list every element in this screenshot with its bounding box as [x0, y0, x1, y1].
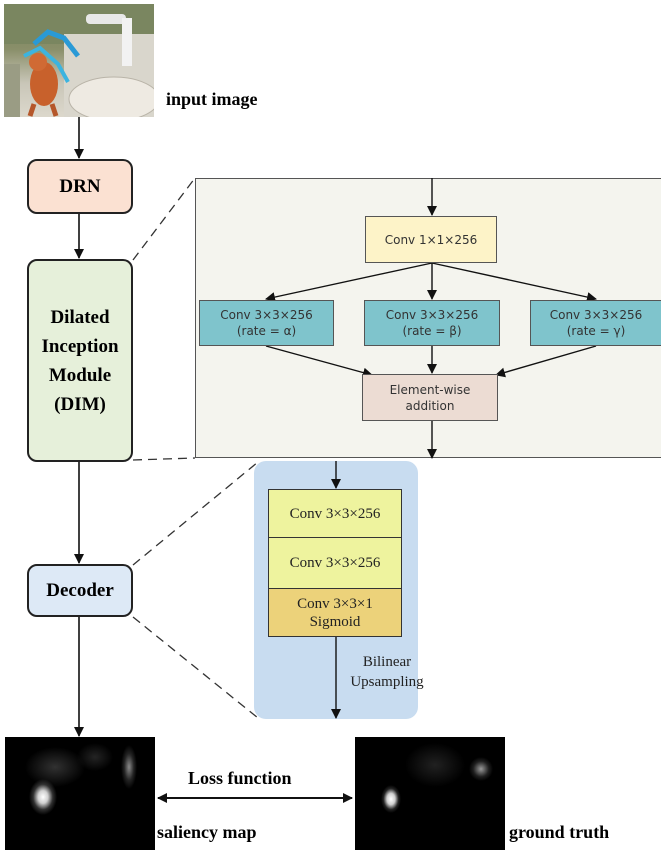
dim-label-line-3: Module: [48, 364, 112, 386]
drn-node: DRN: [27, 159, 133, 214]
input-image: [4, 4, 154, 117]
dim-label-line-2: Inception: [41, 335, 119, 357]
decoder-label: Decoder: [46, 579, 114, 601]
dim-node: Dilated Inception Module (DIM): [27, 259, 133, 462]
branch-gamma-line-1: Conv 3×3×256: [549, 308, 643, 322]
branch-gamma-box: Conv 3×3×256 (rate = γ): [530, 300, 661, 346]
ground-truth-image: [355, 737, 505, 850]
branch-gamma-line-2: (rate = γ): [566, 324, 626, 338]
upsampling-line-2: Upsampling: [350, 674, 424, 690]
branch-alpha-box: Conv 3×3×256 (rate = α): [199, 300, 334, 346]
dim-label-line-1: Dilated: [50, 306, 110, 328]
branch-alpha-line-2: (rate = α): [236, 324, 297, 338]
drn-label: DRN: [59, 175, 101, 197]
decoder-conv-2-box: Conv 3×3×256: [268, 537, 402, 589]
conv-1x1-box: Conv 1×1×256: [365, 216, 497, 263]
decoder-sigmoid-label: Sigmoid: [309, 613, 361, 630]
conv-1x1-label: Conv 1×1×256: [384, 232, 478, 247]
loss-function-label: Loss function: [188, 768, 292, 788]
elementwise-addition-box: Element-wise addition: [362, 374, 498, 421]
saliency-map-label: saliency map: [157, 822, 257, 842]
decoder-conv-2-label: Conv 3×3×256: [289, 555, 381, 571]
branch-beta-line-1: Conv 3×3×256: [385, 308, 479, 322]
decoder-conv-1-box: Conv 3×3×256: [268, 489, 402, 538]
saliency-map-image: [5, 737, 155, 850]
branch-beta-line-2: (rate = β): [402, 324, 462, 338]
decoder-sigmoid-box: Conv 3×3×1 Sigmoid: [268, 588, 402, 637]
ground-truth-label: ground truth: [509, 822, 610, 842]
addition-line-1: Element-wise: [389, 382, 471, 397]
branch-beta-box: Conv 3×3×256 (rate = β): [364, 300, 500, 346]
addition-line-2: addition: [405, 398, 455, 413]
input-image-label: input image: [166, 89, 258, 109]
upsampling-line-1: Bilinear: [362, 654, 412, 670]
dim-label-line-4: (DIM): [54, 393, 106, 415]
decoder-conv-3-label: Conv 3×3×1: [297, 595, 373, 612]
branch-alpha-line-1: Conv 3×3×256: [220, 308, 313, 322]
decoder-conv-1-label: Conv 3×3×256: [289, 505, 381, 522]
decoder-node: Decoder: [27, 564, 133, 617]
input-image-art: [4, 4, 154, 117]
upsampling-label: Bilinear Upsampling: [342, 652, 432, 692]
